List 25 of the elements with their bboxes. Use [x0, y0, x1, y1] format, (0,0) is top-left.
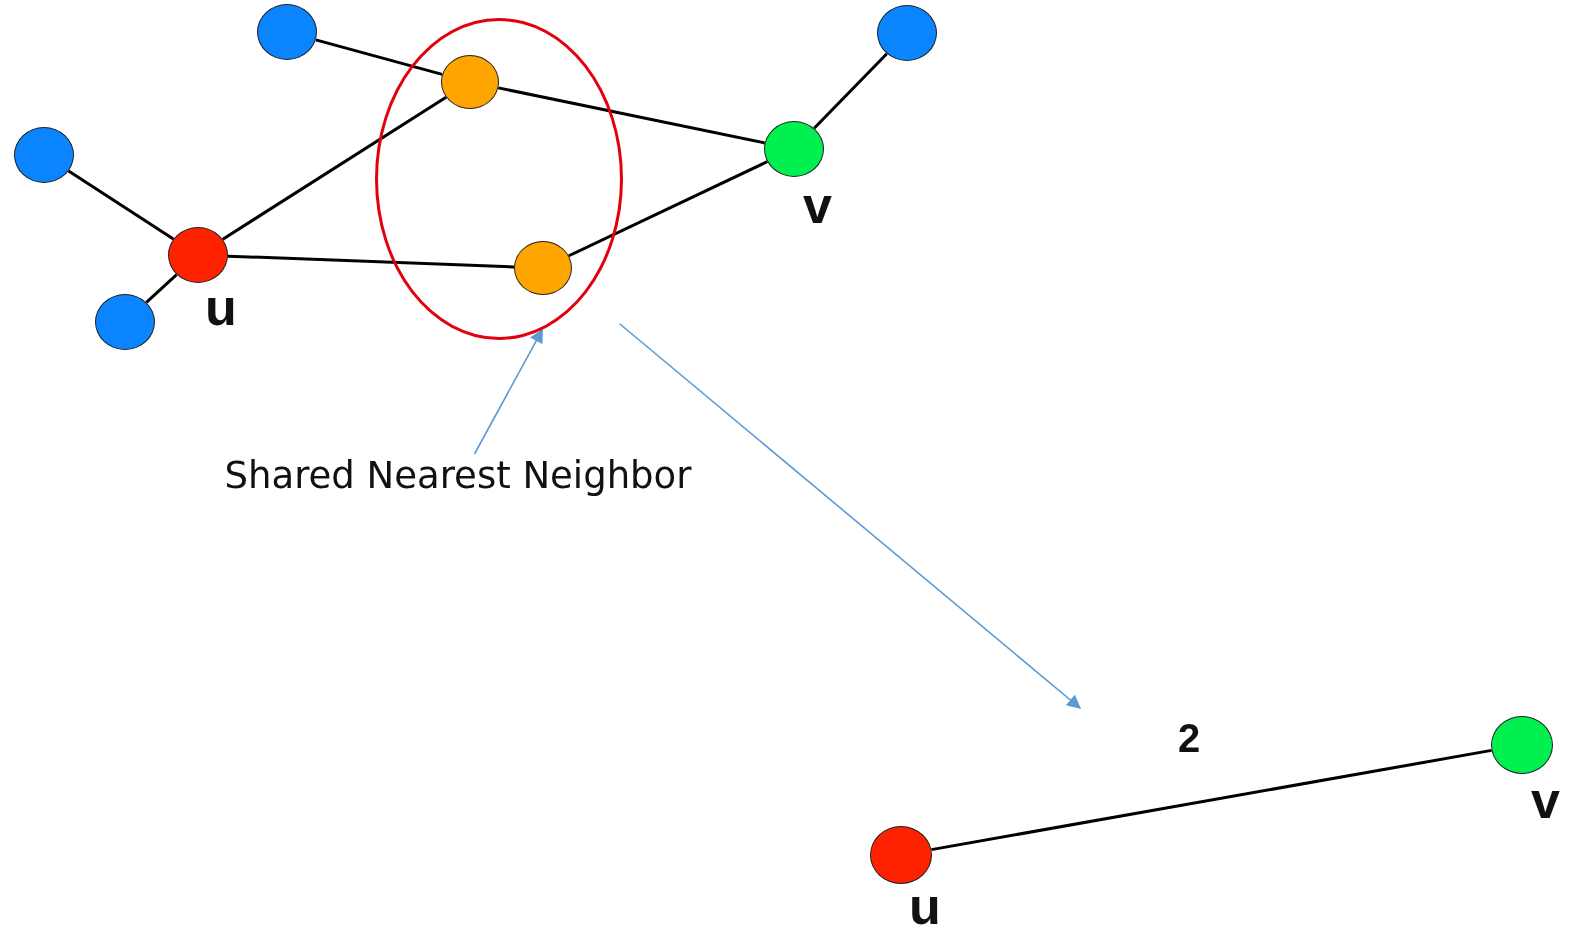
graph-node [14, 127, 74, 183]
arrow [618, 322, 1082, 709]
graph-edge [931, 748, 1492, 852]
leader-line [473, 328, 544, 455]
graph-edge [498, 86, 765, 145]
graph-edge [315, 38, 443, 76]
node-label: u [205, 281, 237, 333]
node-label: u [909, 880, 941, 932]
graph-edge [568, 160, 768, 258]
graph-node [877, 5, 937, 61]
graph-edge [222, 95, 447, 241]
graph-edge [145, 273, 178, 304]
node-label: v [1531, 774, 1560, 826]
node-label: v [803, 179, 832, 231]
graph-node [168, 227, 228, 283]
highlight-ellipse [375, 18, 623, 340]
graph-node [514, 241, 572, 295]
graph-node [764, 121, 824, 177]
graph-node [257, 4, 317, 60]
graph-node [95, 294, 155, 350]
caption-text: Shared Nearest Neighbor [208, 454, 708, 498]
graph-edge [813, 52, 888, 130]
graph-edge [227, 254, 515, 269]
graph-edge [67, 169, 175, 241]
graph-node [441, 55, 499, 109]
